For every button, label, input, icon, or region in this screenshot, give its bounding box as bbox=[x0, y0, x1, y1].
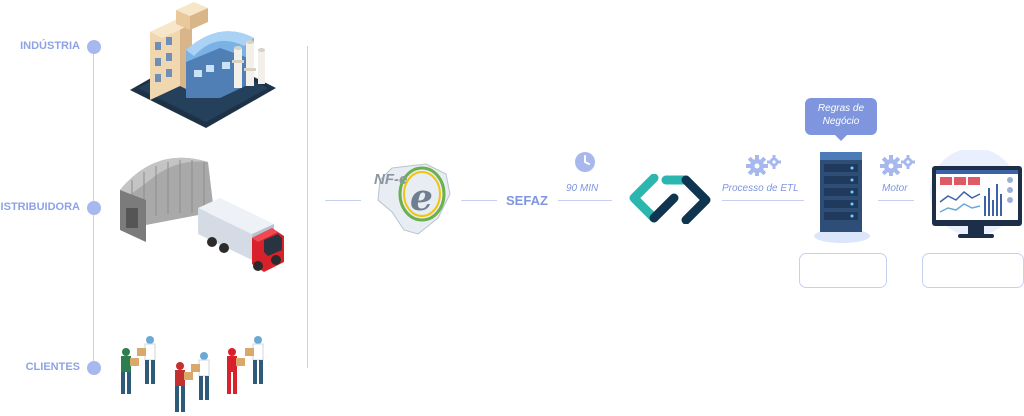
gears-icon bbox=[746, 155, 781, 176]
delivery-people-illustration bbox=[121, 336, 264, 412]
stage-label-industria: INDÚSTRIA bbox=[20, 40, 80, 52]
stage-label-distribuidora: DISTRIBUIDORA bbox=[0, 201, 80, 213]
timeline-dot-clientes bbox=[87, 361, 101, 375]
server-caption-box bbox=[799, 253, 887, 288]
flow-line-4 bbox=[722, 200, 804, 201]
flow-line-3 bbox=[558, 200, 612, 201]
section-divider bbox=[307, 46, 308, 368]
etl-label: Processo de ETL bbox=[722, 183, 799, 194]
stage-label-clientes: CLIENTES bbox=[25, 361, 80, 373]
monitor-dashboard-icon bbox=[930, 150, 1022, 238]
integration-logo bbox=[629, 174, 711, 224]
sefaz-label: SEFAZ bbox=[506, 193, 548, 208]
gears-icon-motor bbox=[880, 155, 915, 176]
server-icon bbox=[814, 152, 870, 243]
dashboard-caption-box bbox=[922, 253, 1024, 288]
flow-line-1 bbox=[325, 200, 361, 201]
nfe-logo: e NF-e bbox=[374, 163, 451, 235]
svg-text:e: e bbox=[410, 177, 433, 219]
interval-label: 90 MIN bbox=[566, 183, 599, 194]
warehouse-truck-illustration bbox=[120, 157, 284, 272]
flow-line-5 bbox=[878, 200, 914, 201]
motor-label: Motor bbox=[882, 183, 908, 194]
nfe-logo-text: NF-e bbox=[374, 171, 407, 188]
flow-line-2 bbox=[461, 200, 497, 201]
timeline-dot-industria bbox=[87, 40, 101, 54]
clock-icon bbox=[575, 152, 595, 172]
timeline-dot-distribuidora bbox=[87, 201, 101, 215]
factory-illustration bbox=[130, 2, 276, 128]
business-rules-callout: Regras de Negócio bbox=[805, 98, 877, 141]
